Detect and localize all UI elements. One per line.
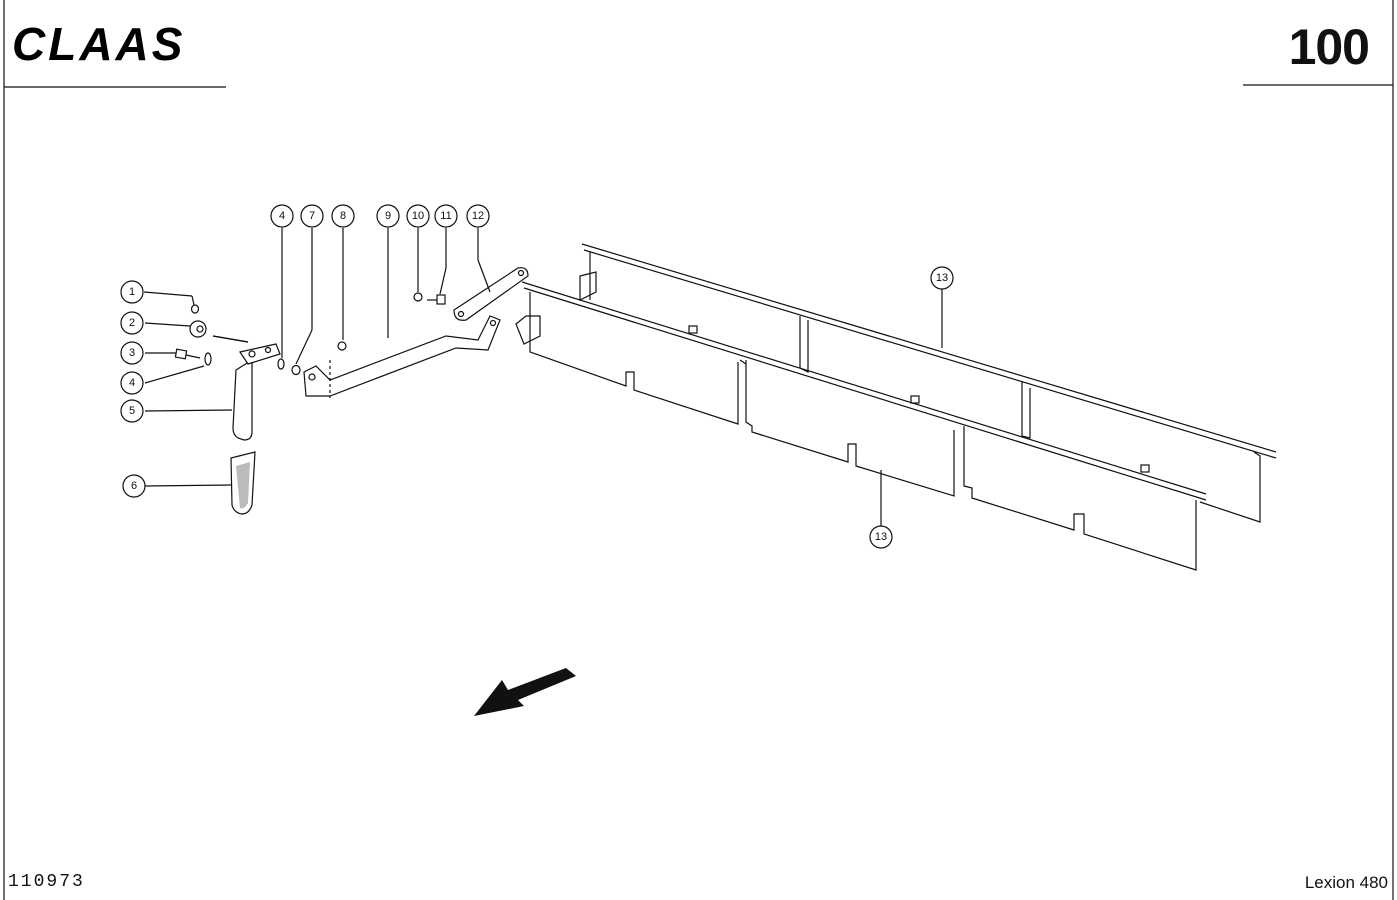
- callout-6: 6: [122, 474, 146, 498]
- part-11-bolt: [427, 294, 446, 305]
- svg-text:5: 5: [129, 405, 135, 417]
- part-4-washer: [204, 352, 212, 366]
- svg-text:1: 1: [129, 286, 135, 298]
- callout-3: 3: [120, 341, 144, 365]
- callout-2: 2: [120, 311, 144, 335]
- arrow-icon: [474, 668, 576, 716]
- svg-text:8: 8: [340, 210, 346, 222]
- svg-text:7: 7: [309, 210, 315, 222]
- callout-leaders: [143, 228, 943, 526]
- callout-13-upper: 13: [930, 266, 954, 290]
- part-3-bolt: [174, 348, 201, 360]
- part-2-bushing: [189, 320, 207, 338]
- callout-7: 7: [300, 204, 324, 228]
- callout-8: 8: [331, 204, 355, 228]
- brand-logo-text: CLAAS: [12, 20, 185, 66]
- callout-5: 5: [120, 399, 144, 423]
- part-9-linkage-rod: [303, 315, 501, 398]
- svg-text:13: 13: [936, 272, 948, 284]
- callout-13-lower: 13: [869, 525, 893, 549]
- scraper-tab: [688, 325, 698, 334]
- callout-4-upper: 4: [270, 204, 294, 228]
- callout-12: 12: [466, 204, 490, 228]
- page-number: 100: [1288, 19, 1370, 75]
- callout-1: 1: [120, 280, 144, 304]
- svg-text:13: 13: [875, 531, 887, 543]
- part-1-nut: [190, 304, 200, 314]
- part-12-link: [453, 267, 529, 321]
- svg-text:9: 9: [385, 210, 391, 222]
- callout-9: 9: [376, 204, 400, 228]
- svg-text:4: 4: [129, 377, 135, 389]
- part-4-washer-2: [277, 358, 285, 370]
- scraper-tab: [1140, 464, 1150, 473]
- svg-text:6: 6: [131, 480, 137, 492]
- part-6-grip: [230, 451, 256, 515]
- part-7-nut: [291, 364, 301, 376]
- scraper-tab: [910, 395, 920, 404]
- document-number: 110973: [8, 872, 85, 892]
- callout-11: 11: [434, 204, 458, 228]
- claas-logo: CLAAS: [12, 20, 185, 66]
- svg-text:4: 4: [279, 210, 285, 222]
- callout-10: 10: [406, 204, 430, 228]
- callout-4: 4: [120, 371, 144, 395]
- part-10-nut: [413, 292, 423, 302]
- svg-text:12: 12: [472, 210, 484, 222]
- model-name: Lexion 480: [1304, 873, 1388, 892]
- svg-text:3: 3: [129, 347, 135, 359]
- part-5-lever: [212, 335, 281, 441]
- part-13-scraper-lower: [515, 281, 1207, 571]
- svg-text:10: 10: [412, 210, 424, 222]
- svg-text:11: 11: [440, 210, 451, 222]
- part-8-nut: [337, 341, 347, 351]
- part-13-scraper-upper: [579, 243, 1277, 523]
- svg-text:2: 2: [129, 317, 135, 329]
